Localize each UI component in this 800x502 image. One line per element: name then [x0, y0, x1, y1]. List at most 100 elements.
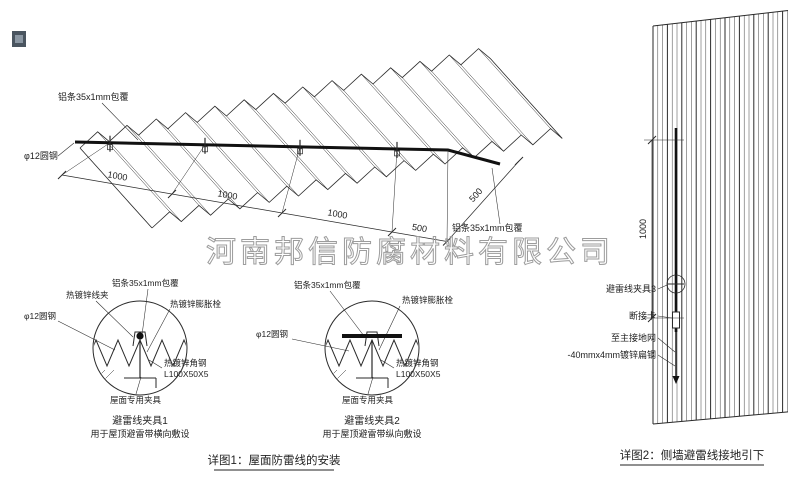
label-c1-wire-clip: 热镀锌线夹 — [66, 290, 109, 300]
leader-line — [657, 337, 676, 353]
drawing-shape — [185, 112, 258, 193]
drawing-shape — [226, 115, 299, 197]
label-to-ground-grid: 至主接地网 — [611, 332, 656, 343]
drawing-shape — [255, 109, 328, 190]
label-c1-round-steel: φ12圆钢 — [24, 311, 56, 321]
dim-1000-2: 1000 — [217, 188, 238, 201]
drawing-shape — [79, 48, 491, 149]
leader-line — [57, 320, 116, 351]
dim-500-1: 500 — [411, 222, 428, 234]
drawing-shape — [446, 149, 449, 242]
leader-line — [57, 142, 75, 157]
hatch-line — [326, 369, 329, 380]
label-clamp-3: 避雷线夹具3 — [606, 283, 656, 294]
label-c2-angle-steel: 热镀锌角钢 — [396, 358, 439, 368]
label-c2-aluminum-strip: 铝条35x1mm包覆 — [294, 280, 361, 290]
wire-clip-shape — [132, 331, 148, 347]
dim-1000-1: 1000 — [107, 169, 128, 182]
leader-line — [148, 359, 163, 369]
label-c2-roof-clamp: 屋面专用夹具 — [342, 395, 394, 405]
dim-tick — [514, 156, 524, 166]
hatch-line — [310, 370, 319, 379]
lightning-wire — [74, 140, 501, 166]
drawing-shape — [284, 103, 358, 184]
hatch-line — [336, 369, 347, 380]
leader-line — [95, 300, 134, 338]
detail-circle — [324, 300, 420, 396]
drawing-shape — [419, 61, 493, 142]
leader-line — [657, 354, 676, 367]
drawing-shape — [372, 83, 446, 165]
drawing-shape — [343, 90, 416, 171]
drawing-shape — [331, 80, 405, 161]
dim-tick — [647, 135, 657, 145]
dim-500-2: 500 — [467, 186, 484, 204]
drawing-shape — [478, 48, 551, 129]
leader-lines — [57, 102, 501, 395]
drawing-shape — [302, 86, 375, 168]
side-wall-detail — [644, 9, 789, 425]
drawing-shape — [402, 77, 475, 158]
label-c1-aluminum-strip: 铝条35x1mm包覆 — [112, 278, 179, 288]
caption-detail-1: 详图1：屋面防雷线的安装 — [208, 453, 341, 467]
drawing-shape — [652, 9, 789, 27]
label-c1-angle-size: L100X50X5 — [164, 369, 209, 379]
drawing-shape — [156, 118, 229, 200]
drawing-shape — [138, 135, 211, 216]
label-disconnect-card: 断接卡 — [629, 310, 656, 321]
dim-tick — [387, 227, 397, 237]
disconnect-card-shape — [672, 311, 680, 329]
caption-detail-2: 详图2：侧墙避雷线接地引下 — [620, 448, 764, 462]
drawing-shape — [460, 64, 534, 145]
label-c1-expansion-bolt: 热镀锌膨胀栓 — [170, 299, 222, 309]
detail-circle — [92, 300, 188, 396]
drawing-shape — [390, 67, 463, 148]
subtitle-clamp-2: 用于屋顶避雷带纵向敷设 — [322, 428, 421, 439]
leader-line — [378, 305, 401, 351]
title-clamp-1: 避雷线夹具1 — [112, 414, 168, 427]
drawing-shape — [361, 74, 434, 155]
roof-dimension-chain — [57, 142, 524, 246]
label-flat-steel: -40mmx4mm镀锌扁钢 — [567, 349, 656, 360]
dim-wall-1000: 1000 — [638, 219, 648, 239]
leader-line — [146, 308, 171, 353]
drawing-shape — [391, 148, 398, 233]
dim-1000-3: 1000 — [327, 207, 348, 220]
drawing-shape — [109, 141, 182, 222]
label-c1-roof-clamp: 屋面专用夹具 — [110, 395, 162, 405]
leader-line — [135, 376, 142, 395]
dim-tick — [442, 237, 452, 246]
dim-tick — [57, 170, 67, 180]
drawing-shape — [314, 96, 387, 177]
label-c2-round-steel: φ12圆钢 — [256, 329, 288, 339]
label-round-steel-main: φ12圆钢 — [24, 150, 58, 161]
corner-stamp-inner — [15, 35, 23, 43]
drawing-shape — [171, 144, 206, 195]
leader-line — [291, 338, 350, 352]
dim-tick — [277, 208, 287, 218]
label-c2-expansion-bolt: 热镀锌膨胀栓 — [402, 295, 454, 305]
wire-clamp-base — [297, 148, 303, 155]
leader-line — [657, 284, 668, 290]
drawing-shape — [243, 99, 317, 180]
wire-clamp-base — [202, 146, 208, 153]
drawing-shape — [446, 160, 520, 242]
drawing-shape — [431, 71, 504, 152]
hatch-line — [104, 369, 115, 380]
ground-arrow — [672, 376, 680, 384]
wire-clip-shape — [364, 331, 380, 347]
label-aluminum-strip-right: 铝条35x1mm包覆 — [452, 222, 523, 233]
drawing-shape — [79, 147, 153, 229]
wire-clamp-base — [107, 144, 113, 151]
wire-cross-section — [136, 332, 144, 340]
drawing-shape — [273, 93, 346, 174]
leader-line — [491, 167, 501, 225]
hatch-line — [78, 370, 87, 379]
roof-isometric-view — [74, 48, 563, 229]
leader-line — [101, 102, 139, 141]
drawing-shape — [490, 58, 563, 139]
drawing-shape — [61, 142, 111, 176]
title-clamp-2: 避雷线夹具2 — [344, 414, 400, 427]
